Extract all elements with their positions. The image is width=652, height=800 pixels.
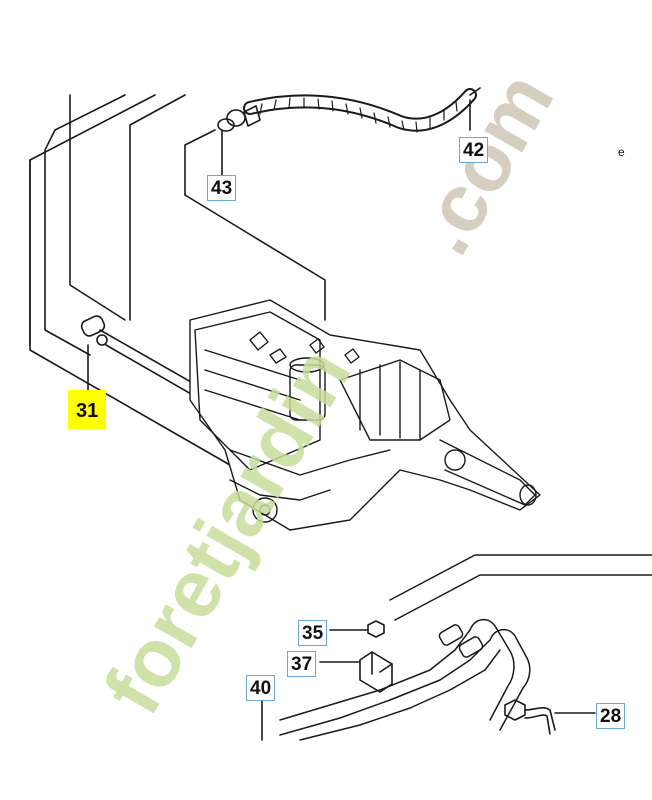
pipes-bottom	[279, 554, 652, 741]
callout-43[interactable]: 43	[207, 175, 237, 201]
callout-35[interactable]: 35	[298, 620, 328, 646]
callout-37[interactable]: 37	[287, 651, 317, 677]
callout-42[interactable]: 42	[459, 137, 489, 163]
transaxle	[189, 299, 541, 531]
callout-40[interactable]: 40	[246, 675, 276, 701]
fitting-28	[504, 699, 596, 735]
bracket-37	[319, 651, 393, 693]
callout-31-highlighted[interactable]: 31	[68, 390, 107, 429]
hose-guide-line	[184, 129, 216, 196]
hose-guide-line-2	[184, 194, 326, 321]
frame-lines	[29, 94, 231, 466]
hose-42	[243, 87, 481, 133]
clamp-43	[217, 105, 261, 176]
callout-28[interactable]: 28	[596, 703, 626, 729]
margin-mark: e	[618, 145, 625, 159]
nut-35	[329, 620, 385, 638]
